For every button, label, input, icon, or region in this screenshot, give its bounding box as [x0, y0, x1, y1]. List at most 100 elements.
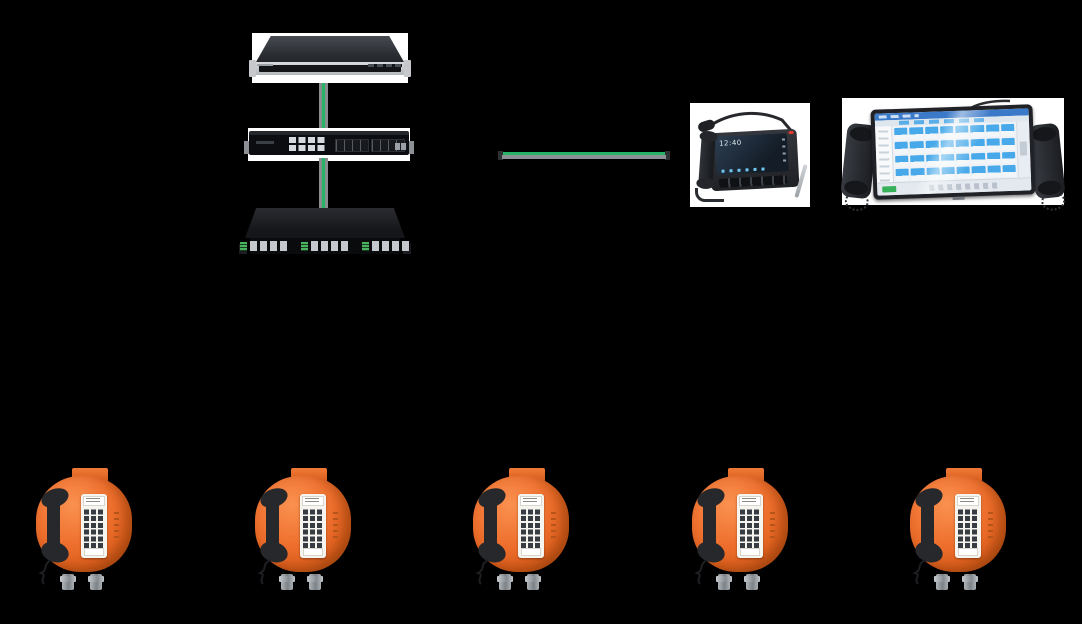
label-plate: [83, 496, 105, 506]
cable-gland: [934, 574, 950, 590]
handset-icon: [38, 488, 69, 585]
extension-button: [895, 155, 909, 168]
console-screen: [874, 108, 1032, 196]
extension-button: [1002, 165, 1016, 178]
extension-button: [895, 168, 910, 182]
speaker-slots: [332, 512, 338, 538]
speaker-slots: [988, 512, 993, 538]
status-led-block: [301, 241, 308, 251]
label-plate: [738, 496, 761, 506]
info-plate: [739, 548, 760, 556]
extension-button: [894, 141, 909, 154]
gooseneck-microphone-icon: [698, 111, 796, 135]
cable-gland: [525, 574, 541, 590]
extension-button: [926, 167, 940, 180]
handset-cord: [475, 559, 489, 585]
server-drive-bays: [368, 64, 402, 67]
extension-button: [956, 152, 970, 166]
info-plate: [84, 548, 104, 556]
video-phone-screen: 12:40: [714, 133, 789, 175]
cable-gland: [497, 574, 513, 590]
keypad: [739, 508, 760, 548]
voip-gateway-image: [239, 208, 411, 256]
info-plate: [521, 548, 541, 556]
extension-button: [894, 127, 908, 140]
switch-brand-badge: [256, 141, 274, 144]
speaker-slots: [551, 512, 556, 538]
console-right-panel: [1015, 121, 1031, 179]
status-led-block: [240, 241, 247, 251]
handset-cord: [1040, 190, 1067, 212]
label-plate: [520, 496, 542, 506]
switch-chassis: [249, 131, 409, 155]
info-plate: [302, 548, 323, 556]
cable-gland: [962, 574, 978, 590]
rj45-port-block: [250, 241, 288, 251]
extension-button: [970, 138, 985, 151]
extension-button: [939, 125, 954, 139]
console-brand-badge: [952, 196, 966, 201]
rack-server-image: [249, 33, 411, 83]
gateway-port-group: [240, 241, 288, 251]
status-led-block: [362, 241, 369, 251]
cable-end-connector: [498, 151, 503, 160]
rj45-port-block: [311, 241, 349, 251]
link-switch-terminals: [498, 151, 670, 160]
screen-clock: 12:40: [718, 138, 742, 148]
extension-button: [955, 139, 970, 152]
industrial-telephone: [467, 468, 575, 590]
extension-button: [925, 153, 940, 167]
keypad-panel: [518, 494, 544, 558]
console-sidebar: [875, 126, 895, 184]
extension-button: [909, 127, 924, 140]
server-brand-badge: [257, 64, 273, 66]
extension-button: [925, 140, 939, 153]
server-chassis: [256, 36, 404, 62]
extension-button: [971, 166, 986, 179]
gateway-port-group: [362, 241, 410, 251]
label-plate: [301, 496, 324, 506]
keypad: [521, 508, 541, 548]
info-plate: [958, 548, 978, 556]
notification-led: [788, 130, 794, 135]
link-switch-gateway: [319, 158, 328, 210]
uplink-ports: [395, 143, 407, 150]
switch-rack-ear: [409, 141, 414, 154]
speaker-slots: [114, 512, 119, 538]
rj45-port-block: [372, 241, 410, 251]
keypad: [958, 508, 978, 548]
industrial-telephone: [686, 468, 794, 590]
screen-side-icons: [781, 138, 787, 167]
extension-button: [909, 140, 924, 153]
cable-gland: [715, 574, 732, 590]
extension-button: [910, 154, 924, 167]
extension-button: [986, 138, 1000, 151]
rj45-port-block: [289, 137, 327, 151]
extension-button: [1001, 137, 1015, 150]
extension-button: [940, 139, 954, 152]
server-rack-ear: [249, 60, 256, 77]
extension-button: [955, 125, 969, 138]
green-cable: [322, 83, 325, 128]
handset-icon: [256, 488, 288, 585]
keypad: [302, 508, 323, 548]
console-screen-bezel: [870, 104, 1036, 201]
cable-gland: [278, 574, 295, 590]
extension-button: [940, 153, 955, 166]
extension-button: [1000, 123, 1015, 137]
cable-gland: [743, 574, 760, 590]
switch-rack-ear: [244, 141, 249, 154]
extension-button: [987, 165, 1001, 178]
handset-cord: [912, 559, 926, 585]
keypad: [84, 508, 104, 548]
extension-button: [941, 167, 955, 180]
industrial-phones-row: [30, 468, 1012, 593]
cable-gland: [60, 574, 76, 590]
green-cable: [322, 158, 325, 210]
label-plate: [957, 496, 979, 506]
ip-video-phone-image: 12:40: [690, 103, 810, 207]
function-key-row: [718, 175, 788, 188]
industrial-telephone: [904, 468, 1012, 590]
server-rack-ear: [404, 60, 411, 77]
